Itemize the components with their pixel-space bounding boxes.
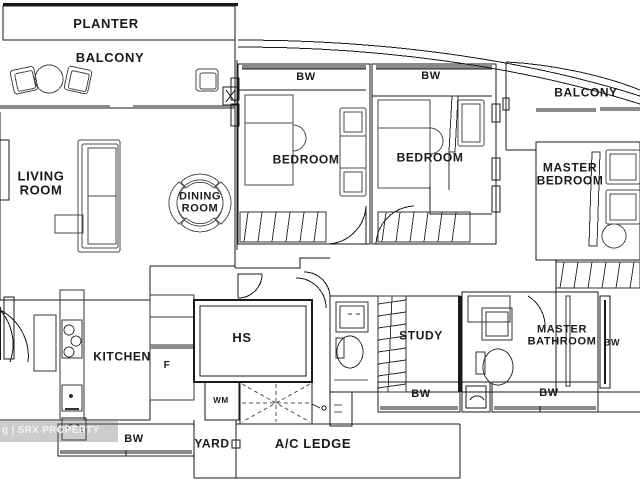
study-outline xyxy=(377,295,462,393)
balcony-chair-right xyxy=(195,68,219,92)
master-bath-window xyxy=(599,295,611,389)
bedroom-2-outline xyxy=(230,63,371,245)
common-bathroom-outline xyxy=(303,271,379,393)
living-room-entry-door xyxy=(0,296,15,363)
living-room-sofa xyxy=(77,139,121,253)
watermark: g | SRX PROPERTY xyxy=(0,421,118,442)
bedroom-1-outline xyxy=(371,63,501,245)
core-walls xyxy=(0,40,330,301)
living-room-window xyxy=(0,139,10,201)
balcony-right-rail xyxy=(536,108,596,112)
living-room-side-table xyxy=(54,214,84,234)
planter-outline xyxy=(2,3,238,41)
master-bedroom-outline xyxy=(506,141,640,289)
balcony-right-outline xyxy=(237,39,640,150)
balcony-furniture xyxy=(9,64,93,95)
balcony-right-door xyxy=(502,97,510,111)
dining-table-set xyxy=(168,173,232,233)
watermark-text: g | SRX PROPERTY xyxy=(2,425,100,436)
balcony-left-rail-2 xyxy=(133,105,235,109)
corner-details xyxy=(311,391,640,427)
bw-bottom-bands xyxy=(377,381,599,413)
bw-kitchen-band xyxy=(57,417,195,457)
household-shelter-outline xyxy=(193,273,327,383)
balcony-right-rail-2 xyxy=(600,107,640,111)
kitchen-outline xyxy=(0,289,195,421)
balcony-left-rail xyxy=(0,105,110,109)
master-bathroom-outline xyxy=(461,260,599,393)
service-area-outline xyxy=(150,381,461,479)
